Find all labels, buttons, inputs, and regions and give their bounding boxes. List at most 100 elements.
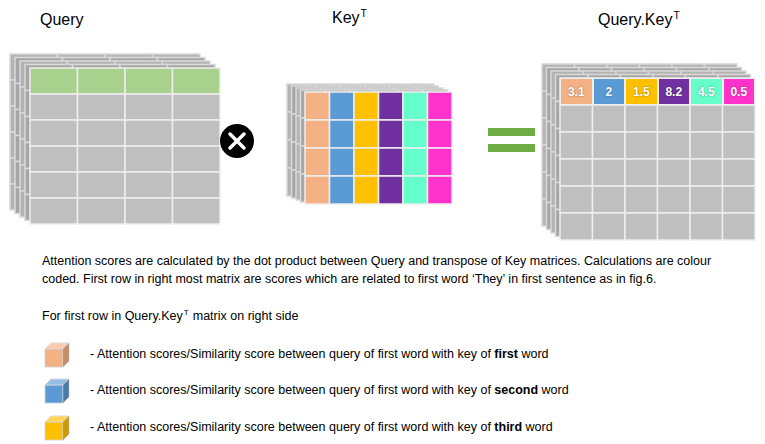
- matrix-cell: [723, 213, 756, 240]
- matrix-grids: [10, 54, 755, 240]
- matrix-heading: Query.KeyT: [598, 10, 680, 30]
- swatch-side-shade: [63, 416, 69, 440]
- matrix-cell: [690, 105, 723, 132]
- matrix-cell: [354, 92, 379, 120]
- matrix-cell: [723, 105, 756, 132]
- matrix-cell: [379, 148, 404, 176]
- matrix-cell: [379, 120, 404, 148]
- description-note: For first row in Query.KeyTmatrix on rig…: [42, 308, 298, 324]
- matrix-cell: [593, 132, 626, 159]
- matrix-cell: [658, 159, 691, 186]
- matrix-cell: [330, 176, 355, 204]
- matrix-cell: [690, 186, 723, 213]
- matrix-cell: [125, 94, 173, 120]
- matrix-cell: [125, 120, 173, 146]
- matrix-cell: [625, 132, 658, 159]
- multiply-symbol: [220, 124, 254, 158]
- matrix-cell: [173, 68, 221, 94]
- superscript: T: [184, 308, 189, 317]
- matrix-cell: [690, 132, 723, 159]
- matrix-cell: [305, 148, 330, 176]
- matrix-cell: [379, 176, 404, 204]
- matrix-heading: Query: [40, 10, 84, 29]
- matrix-cell: [593, 78, 626, 105]
- matrix-cell: [658, 105, 691, 132]
- matrix-cell: [625, 78, 658, 105]
- matrix-cell: [560, 78, 593, 105]
- score-cell: 1.5: [625, 78, 658, 105]
- result-matrix: [542, 64, 755, 240]
- matrix-cell: [354, 120, 379, 148]
- legend-text: - Attention scores/Similarity score betw…: [90, 420, 553, 435]
- matrix-cell: [125, 172, 173, 198]
- matrix-cell: [305, 92, 330, 120]
- matrix-cell: [403, 120, 428, 148]
- legend-swatch: [44, 378, 70, 404]
- matrix-cell: [560, 105, 593, 132]
- matrix-cell: [658, 213, 691, 240]
- score-value: 1.5: [633, 85, 650, 99]
- label-text: Key: [332, 9, 360, 26]
- emphasis: third: [494, 420, 522, 434]
- emphasis: first: [494, 347, 518, 361]
- matrix-cell: [305, 120, 330, 148]
- matrix-cell: [428, 120, 453, 148]
- matrix-cell: [690, 159, 723, 186]
- score-cell: 2: [593, 78, 626, 105]
- swatch-front: [45, 349, 63, 367]
- matrix-cell: [658, 78, 691, 105]
- matrix-cell: [625, 105, 658, 132]
- multiply-cross: [230, 134, 244, 148]
- matrix-cell: [658, 186, 691, 213]
- matrix-cell: [330, 120, 355, 148]
- matrix-cell: [690, 213, 723, 240]
- matrix-cell: [593, 105, 626, 132]
- matrix-cell: [560, 159, 593, 186]
- matrix-cell: [428, 176, 453, 204]
- matrix-cell: [379, 92, 404, 120]
- label-text: For first row in Query.Key: [42, 309, 183, 323]
- score-value: 4.5: [698, 85, 715, 99]
- legend-swatch: [44, 342, 70, 368]
- score-cell: 3.1: [560, 78, 593, 105]
- matrix-cell: [593, 159, 626, 186]
- superscript: T: [361, 8, 367, 19]
- description-note: Attention scores are calculated by the d…: [42, 252, 732, 288]
- equals-bar: [488, 128, 535, 136]
- matrix-cell: [658, 132, 691, 159]
- label-text: matrix on right side: [193, 309, 299, 323]
- matrix-cell: [330, 148, 355, 176]
- matrix-cell: [403, 92, 428, 120]
- matrix-cell: [690, 78, 723, 105]
- score-value: 0.5: [730, 85, 747, 99]
- matrix-cell: [125, 198, 173, 224]
- matrix-cell: [593, 186, 626, 213]
- matrix-cell: [30, 68, 78, 94]
- matrix-cell: [30, 120, 78, 146]
- legend-text: - Attention scores/Similarity score betw…: [90, 383, 569, 398]
- score-value: 2: [605, 85, 612, 99]
- matrix-cell: [723, 78, 756, 105]
- emphasis: second: [494, 383, 538, 397]
- matrix-cell: [173, 94, 221, 120]
- matrix-cell: [30, 146, 78, 172]
- matrix-cell: [125, 68, 173, 94]
- matrix-cell: [560, 132, 593, 159]
- matrix-cell: [625, 186, 658, 213]
- matrix-cell: [173, 146, 221, 172]
- swatch-front: [45, 422, 63, 440]
- matrix-cell: [330, 92, 355, 120]
- swatch-side: [63, 343, 69, 367]
- matrix-cell: [305, 176, 330, 204]
- score-cell: 4.5: [690, 78, 723, 105]
- matrix-cell: [428, 148, 453, 176]
- swatch-side-shade: [63, 343, 69, 367]
- swatch-front: [45, 385, 63, 403]
- matrix-cell: [560, 213, 593, 240]
- score-value: 8.2: [665, 85, 682, 99]
- legend-swatch: [44, 415, 70, 441]
- matrix-cell: [723, 159, 756, 186]
- matrix-cell: [723, 132, 756, 159]
- swatch-side-shade: [63, 379, 69, 403]
- matrix-cell: [78, 120, 126, 146]
